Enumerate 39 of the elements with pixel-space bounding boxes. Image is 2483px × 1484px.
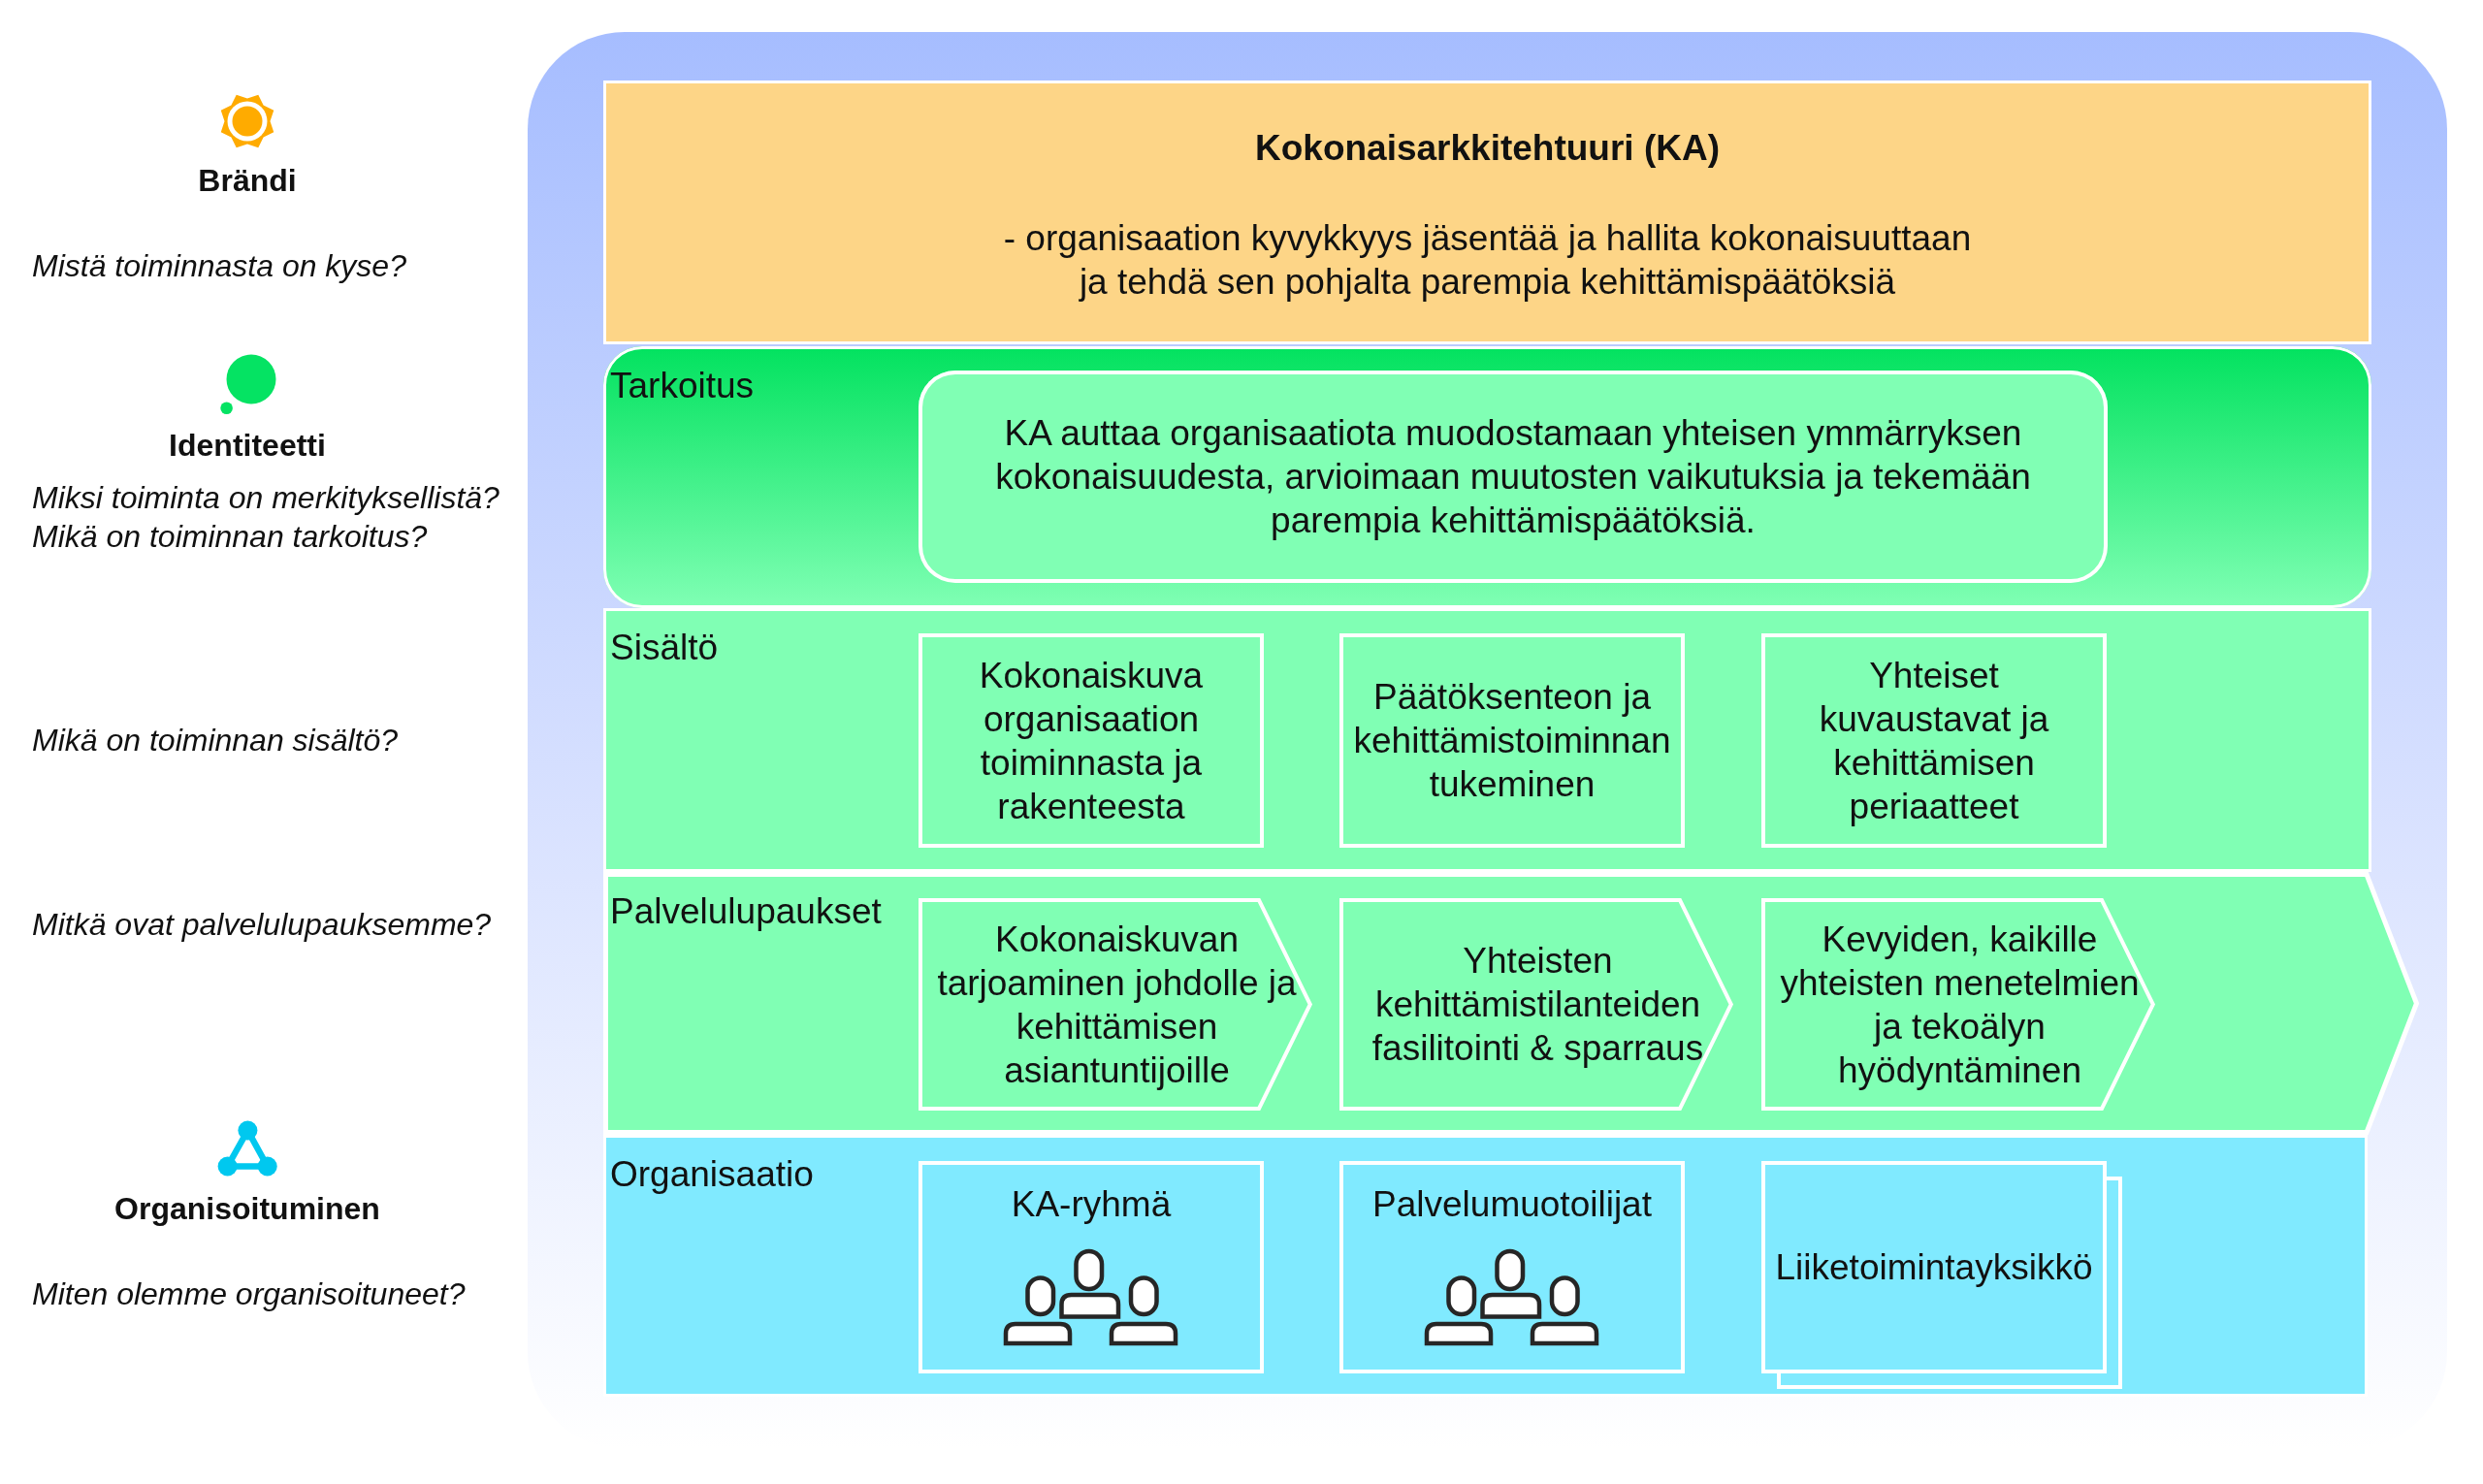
band-label: Sisältö bbox=[610, 627, 719, 669]
content-card bbox=[919, 371, 2108, 583]
card-text: KA auttaa organisaatiota muodostamaan yhteisen ymmärryksen kokonaisuudesta, arvioimaan muutosten vaikutuksia ja tekemään parempia kehittämispäätöksiä. bbox=[994, 412, 2032, 542]
chevron-text: Kevyiden, kaikille yhteisten menetelmien ja tekoälyn hyödyntäminen bbox=[1779, 918, 2141, 1092]
band-label: Palvelulupaukset bbox=[610, 890, 882, 933]
content-card bbox=[1761, 633, 2107, 848]
card-text: Yhteiset kuvaustavat ja kehittämisen periaatteet bbox=[1818, 654, 2050, 828]
section-band bbox=[603, 1135, 2368, 1397]
question-text: Mikä on toiminnan tarkoitus? bbox=[32, 518, 428, 556]
card-text: Kokonaiskuva organisaation toiminnasta ja rakenteesta bbox=[978, 654, 1205, 828]
section-band bbox=[603, 346, 2371, 608]
stacked-cards bbox=[1761, 1161, 2122, 1389]
chevron-card bbox=[1339, 898, 1736, 1111]
title-panel bbox=[603, 81, 2371, 344]
team-card bbox=[919, 1161, 1264, 1373]
team-name: KA-ryhmä bbox=[1011, 1183, 1172, 1226]
card-text: Päätöksenteon ja kehittämistoiminnan tukeminen bbox=[1352, 676, 1672, 806]
team-card bbox=[1339, 1161, 1685, 1373]
question-text: Miten olemme organisoituneet? bbox=[32, 1275, 466, 1313]
content-card bbox=[1339, 633, 1685, 848]
card-text: Liiketoimintayksikkö bbox=[1775, 1246, 2093, 1289]
question-text: Mistä toiminnasta on kyse? bbox=[32, 247, 406, 285]
chevron-card bbox=[919, 898, 1315, 1111]
chevron-card bbox=[1761, 898, 2158, 1111]
category-heading: Identiteetti bbox=[169, 427, 326, 465]
team-name: Palvelumuotoilijat bbox=[1372, 1183, 1652, 1226]
category-heading: Brändi bbox=[198, 162, 297, 200]
section-band bbox=[603, 608, 2371, 872]
question-text: Mikä on toiminnan sisältö? bbox=[32, 722, 399, 759]
chevron-text: Kokonaiskuvan tarjoaminen johdolle ja kehittämisen asiantuntijoille bbox=[936, 918, 1298, 1092]
panel-title: Kokonaisarkkitehtuuri (KA) bbox=[1255, 127, 1720, 170]
question-text: Miksi toiminta on merkityksellistä? bbox=[32, 479, 500, 517]
chevron-text: Yhteisten kehittämistilanteiden fasilitointi & sparraus bbox=[1370, 940, 1705, 1070]
panel-description: - organisaation kyvykkyys jäsentää ja hallita kokonaisuuttaan ja tehdä sen pohjalta parempia kehittämispäätöksiä bbox=[1002, 217, 1973, 304]
question-text: Mitkä ovat palvelulupauksemme? bbox=[32, 906, 492, 944]
band-label: Organisaatio bbox=[610, 1153, 814, 1196]
band-label: Tarkoitus bbox=[610, 365, 755, 407]
content-card bbox=[919, 633, 1264, 848]
category-heading: Organisoituminen bbox=[114, 1190, 380, 1228]
